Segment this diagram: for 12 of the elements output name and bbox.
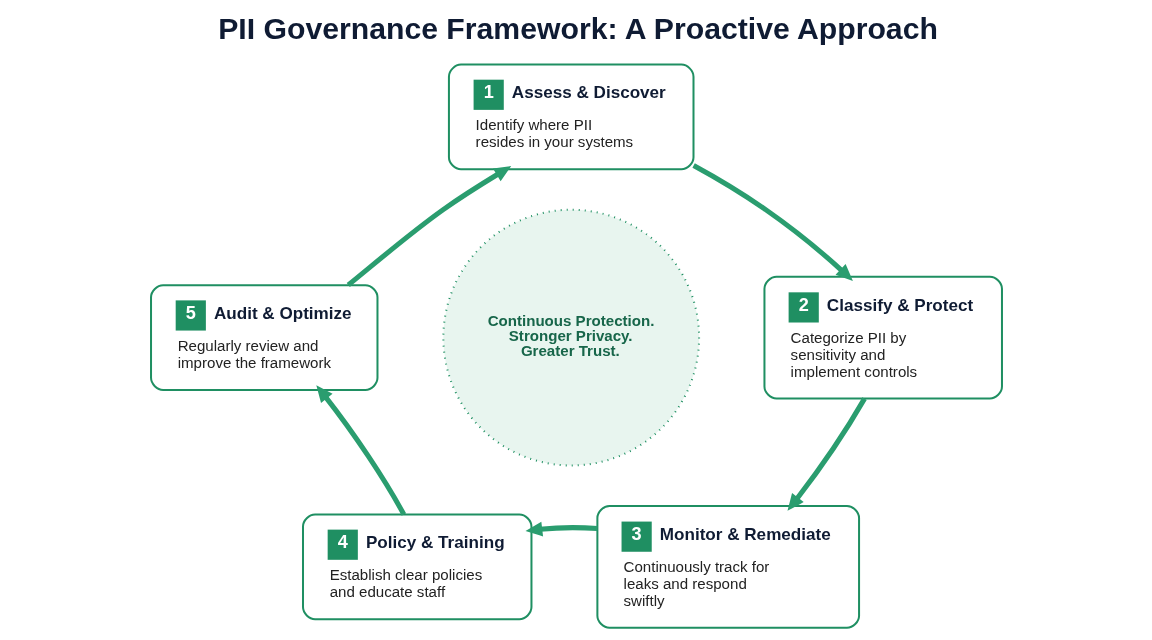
node-box: 4 Policy & Training Establish clear policies and educate staff: [301, 513, 532, 621]
arrow: [315, 385, 406, 516]
node-box: 2 Classify & Protect Categorize PII by sensitivity and implement controls: [762, 275, 1003, 400]
arrow: [346, 166, 511, 287]
node-box: 5 Audit & Optimize Regularly review and improve the framework: [149, 284, 378, 391]
node-box: 3 Monitor & Remediate Continuously track for leaks and respond swiftly: [595, 504, 860, 629]
diagram-title: PII Governance Framework: A Proactive Approach: [217, 12, 938, 46]
node-box: 1 Assess & Discover Identify where PII resides in your systems: [447, 63, 694, 171]
node-circle: Continuous Protection. Stronger Privacy. Greater Trust.: [441, 208, 700, 467]
arrow: [787, 397, 867, 511]
arrow: [691, 163, 853, 281]
arrow: [525, 521, 598, 537]
